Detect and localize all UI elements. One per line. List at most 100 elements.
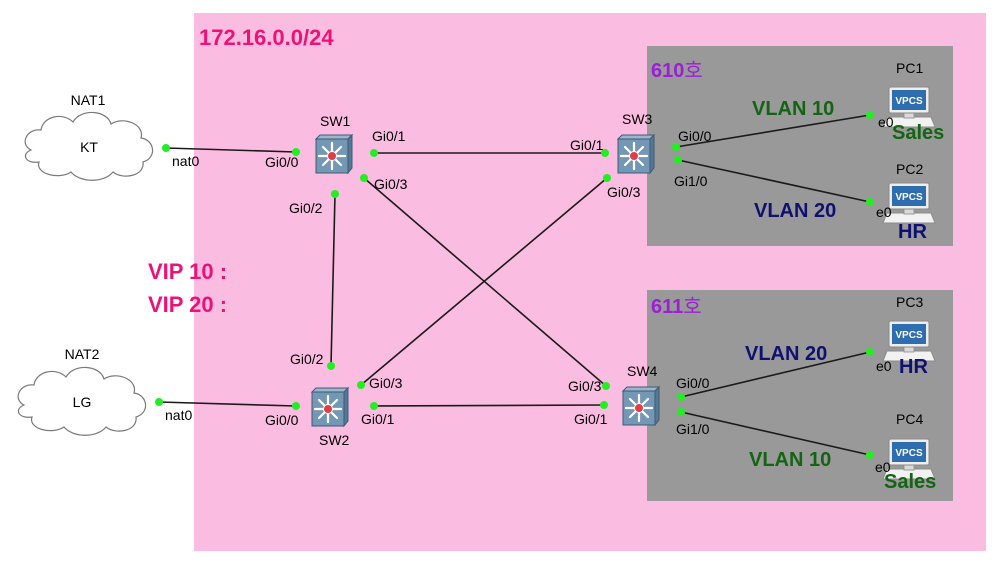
port-label: Gi0/0	[265, 154, 299, 170]
vip-10-label: VIP 10 :	[148, 259, 227, 284]
port-label: Gi1/0	[676, 421, 710, 437]
link-sw3-pc1	[675, 114, 871, 148]
port-label: e0	[876, 204, 892, 220]
port-dot	[866, 451, 874, 459]
vlan-label-pc4: VLAN 10	[749, 449, 831, 471]
port-label: nat0	[165, 407, 192, 423]
cloud-nat2[interactable]: LG	[17, 366, 147, 436]
port-label: Gi0/3	[607, 184, 641, 200]
pc-pc1[interactable]: VPCS	[882, 86, 936, 128]
port-dot	[162, 144, 170, 152]
sw2-name: SW2	[319, 432, 350, 448]
cloud-text: LG	[73, 394, 92, 410]
link-sw1-sw4	[363, 177, 607, 387]
vpcs-screen-label: VPCS	[895, 448, 923, 459]
pc-pc2[interactable]: VPCS	[882, 182, 936, 224]
port-label: Gi0/3	[374, 176, 408, 192]
link-sw4-pc4	[680, 411, 871, 456]
vlan-label-pc1: VLAN 10	[752, 98, 834, 120]
pc1-name: PC1	[896, 60, 923, 76]
port-dot	[155, 398, 163, 406]
switch-icon	[621, 385, 661, 427]
pc2-name: PC2	[896, 161, 923, 177]
room-suffix: 호	[683, 296, 701, 318]
port-label: e0	[875, 459, 891, 475]
pc-pc4[interactable]: VPCS	[882, 438, 936, 480]
cloud-nat1[interactable]: KT	[24, 111, 154, 181]
cloud-text: KT	[80, 139, 98, 155]
port-dot	[370, 149, 378, 157]
vlan-label-pc2: VLAN 20	[754, 200, 836, 222]
port-dot	[370, 402, 378, 410]
dept-label-pc2: HR	[898, 221, 927, 243]
link-sw1-sw2	[330, 193, 336, 367]
port-dot	[677, 393, 685, 401]
port-label: Gi0/0	[265, 412, 299, 428]
port-label: Gi0/3	[369, 375, 403, 391]
port-dot	[327, 362, 335, 370]
switch-sw2[interactable]	[310, 386, 350, 428]
sw3-name: SW3	[622, 111, 653, 127]
nat2-name: NAT2	[65, 346, 100, 362]
port-label: e0	[878, 114, 894, 130]
link-nat2-sw2	[158, 401, 297, 407]
port-dot	[672, 143, 680, 151]
port-dot	[331, 190, 339, 198]
dept-label-pc3: HR	[899, 356, 928, 378]
port-dot	[600, 401, 608, 409]
switch-sw4[interactable]	[621, 385, 661, 427]
vpcs-screen-label: VPCS	[895, 192, 923, 203]
link-sw3-pc2	[677, 159, 871, 203]
room-610-label: 610호	[651, 60, 703, 82]
switch-icon	[616, 133, 656, 175]
port-dots	[155, 111, 874, 459]
port-dot	[674, 156, 682, 164]
port-label: nat0	[172, 153, 199, 169]
switch-sw3[interactable]	[616, 133, 656, 175]
link-sw2-sw4	[373, 404, 605, 407]
nat1-name: NAT1	[71, 92, 106, 108]
port-dot	[360, 174, 368, 182]
port-dot	[677, 408, 685, 416]
switch-icon	[314, 133, 354, 175]
port-dot	[866, 198, 874, 206]
pc-icon	[882, 320, 936, 362]
port-label: Gi0/2	[290, 351, 324, 367]
room-611-label: 611호	[651, 296, 702, 318]
port-dot	[602, 382, 610, 390]
pc3-name: PC3	[896, 294, 923, 310]
port-dot	[603, 174, 611, 182]
sw4-name: SW4	[627, 363, 658, 379]
port-label: Gi0/1	[574, 411, 608, 427]
port-label: Gi0/1	[361, 411, 395, 427]
link-nat1-sw1	[165, 147, 297, 153]
links	[158, 114, 871, 456]
vlan-label-pc3: VLAN 20	[745, 343, 827, 365]
switch-sw1[interactable]	[314, 133, 354, 175]
dept-label-pc1: Sales	[892, 122, 944, 144]
port-dot	[601, 149, 609, 157]
port-label: Gi0/2	[289, 200, 323, 216]
port-label: Gi0/0	[676, 375, 710, 391]
port-label: Gi0/1	[372, 128, 406, 144]
port-label: Gi1/0	[674, 173, 708, 189]
port-dot	[292, 148, 300, 156]
vip-20-label: VIP 20 :	[148, 292, 227, 317]
room-number: 611	[651, 296, 683, 318]
vpcs-screen-label: VPCS	[895, 330, 923, 341]
room-suffix: 호	[684, 60, 702, 82]
pc-pc3[interactable]: VPCS	[882, 320, 936, 362]
port-dot	[292, 402, 300, 410]
subnet-label: 172.16.0.0/24	[199, 25, 334, 50]
link-sw4-pc3	[680, 351, 871, 398]
vpcs-screen-label: VPCS	[895, 96, 923, 107]
switch-icon	[310, 386, 350, 428]
port-label: Gi0/1	[570, 137, 604, 153]
link-sw3-sw2	[360, 177, 608, 386]
port-dot	[357, 381, 365, 389]
port-dot	[866, 348, 874, 356]
sw1-name: SW1	[320, 113, 351, 129]
port-dot	[866, 111, 874, 119]
dept-label-pc4: Sales	[884, 471, 936, 493]
